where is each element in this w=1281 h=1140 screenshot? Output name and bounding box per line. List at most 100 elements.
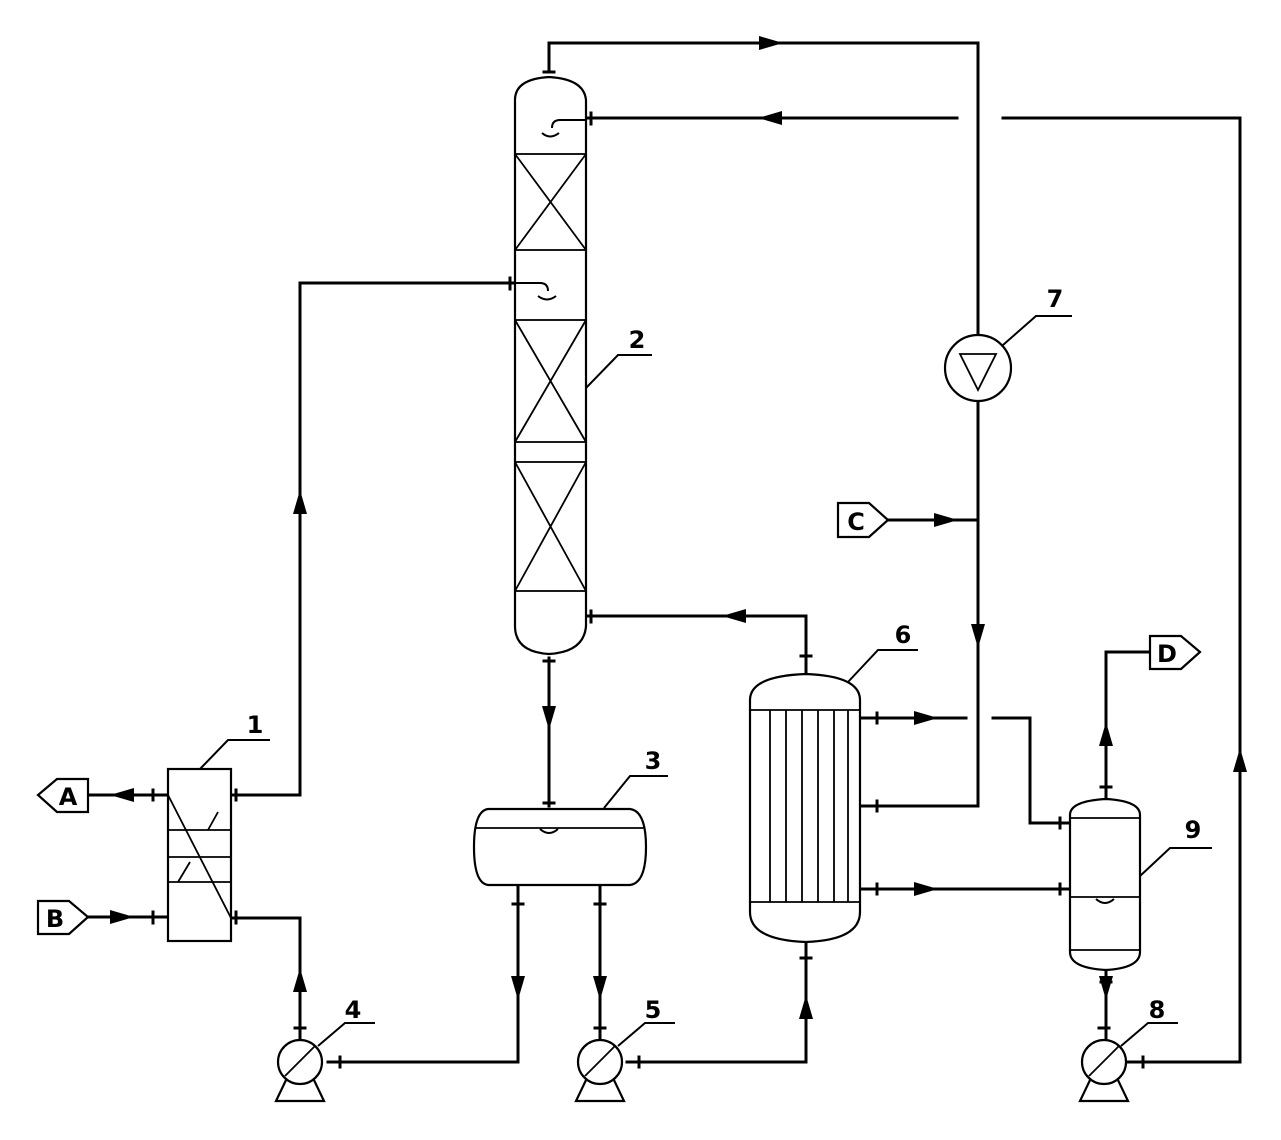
stream-flag-a: A xyxy=(36,777,90,814)
flow-arrow-left xyxy=(110,788,134,802)
horizontal-drum xyxy=(472,801,648,906)
flow-arrow-up xyxy=(799,995,813,1019)
tag-7: 7 xyxy=(1047,285,1064,313)
stream-label-a: A xyxy=(59,783,78,811)
leader-line xyxy=(1002,315,1072,346)
line-pump5-to-exchanger6 xyxy=(625,940,808,1064)
stream-flag-shape xyxy=(1148,634,1202,671)
packing-bed xyxy=(514,153,587,251)
separator-shell xyxy=(1068,797,1142,972)
pump-5 xyxy=(574,1026,641,1103)
leader-line xyxy=(317,1022,375,1047)
flow-arrow-down xyxy=(1099,976,1113,1000)
flow-arrow-left xyxy=(758,111,782,125)
leader-line xyxy=(617,1022,675,1047)
packing-bed xyxy=(514,319,587,443)
pump-nozzles xyxy=(1097,1026,1145,1069)
stream-flag-b: B xyxy=(36,899,90,936)
leader-line xyxy=(585,354,652,389)
exchanger-ticks xyxy=(177,811,219,883)
leader-line xyxy=(1120,1022,1178,1047)
flow-arrow-right xyxy=(759,36,783,50)
tag-5: 5 xyxy=(645,996,662,1024)
shell-tube-exchanger xyxy=(748,654,879,960)
tubes xyxy=(769,710,849,902)
line-drum3-to-pump4 xyxy=(326,885,520,1064)
pump-8 xyxy=(1078,1026,1145,1103)
stream-flag-d: D xyxy=(1148,634,1202,671)
drum-inlet xyxy=(539,828,559,834)
compressor-triangle xyxy=(958,353,998,393)
drum-shell xyxy=(472,807,648,887)
flow-arrow-left xyxy=(722,609,746,623)
packing-bed-cross xyxy=(514,153,587,251)
mid-liquid-distributor xyxy=(515,282,549,292)
flow-arrow-right xyxy=(934,513,958,527)
pump-impeller-line xyxy=(1088,1045,1120,1077)
stream-flag-shape xyxy=(836,501,890,539)
tag-2: 2 xyxy=(629,326,646,354)
pump-4 xyxy=(274,1026,342,1103)
flow-arrow-right xyxy=(914,882,938,896)
pump-impeller-line xyxy=(584,1045,616,1077)
stream-flag-shape xyxy=(36,899,90,936)
exchanger-diagonal xyxy=(167,794,232,919)
flow-arrow-down xyxy=(593,976,607,1000)
pump-nozzles xyxy=(593,1026,641,1069)
flow-arrow-up xyxy=(1233,748,1247,772)
packing-bed-cross xyxy=(514,319,587,443)
compressor xyxy=(943,333,1013,403)
tag-8: 8 xyxy=(1149,996,1166,1024)
separator-inlet xyxy=(1095,898,1115,904)
line-compressor-discharge xyxy=(860,400,980,808)
separator-nozzles xyxy=(1058,785,1113,984)
leader-line xyxy=(847,649,918,683)
exchanger6-nozzles xyxy=(799,654,879,960)
separator xyxy=(1058,785,1142,984)
line-pump8-return xyxy=(1001,116,1242,1064)
packing-bed-cross xyxy=(514,461,587,592)
flow-arrow-up xyxy=(1099,722,1113,746)
compressor-body xyxy=(943,333,1013,403)
separator-internals xyxy=(1070,817,1140,951)
column-shell xyxy=(513,75,588,656)
exchanger-nozzles xyxy=(151,788,238,925)
tag-9: 9 xyxy=(1185,816,1202,844)
leader-line xyxy=(1139,847,1212,877)
flow-arrows xyxy=(110,36,1247,1019)
drum-nozzles xyxy=(511,801,607,906)
leader-line xyxy=(199,739,270,770)
heat-exchanger xyxy=(151,767,238,943)
stream-flag-c: C xyxy=(836,501,890,539)
line-pump4-to-exchanger1 xyxy=(229,916,302,1042)
flow-arrow-up xyxy=(293,490,307,514)
tube-sheets xyxy=(750,709,860,903)
tag-3: 3 xyxy=(645,747,662,775)
piping xyxy=(86,41,1242,1064)
line-exchanger1-to-column xyxy=(229,281,517,797)
flow-arrow-up xyxy=(293,968,307,992)
tag-6: 6 xyxy=(895,621,912,649)
line-column-top-vapor xyxy=(547,41,980,337)
top-liquid-distributor xyxy=(541,132,560,138)
flow-arrow-down xyxy=(542,706,556,730)
flow-arrow-down xyxy=(511,976,525,1000)
flow-arrow-right xyxy=(914,711,938,725)
line-separator9-to-d xyxy=(1104,650,1152,802)
column-nozzles xyxy=(508,70,593,663)
line-to-separator9-top xyxy=(991,716,1072,825)
tag-1: 1 xyxy=(247,711,264,739)
tag-4: 4 xyxy=(345,996,362,1024)
pump-nozzles xyxy=(293,1026,342,1069)
leader-line xyxy=(603,775,668,809)
packing-bed xyxy=(514,461,587,592)
stream-label-c: C xyxy=(847,508,865,536)
stream-flag-shape xyxy=(36,777,90,814)
top-liquid-distributor xyxy=(551,119,586,129)
packed-column xyxy=(508,70,593,663)
mid-liquid-distributor xyxy=(537,295,557,301)
stream-label-b: B xyxy=(46,905,64,933)
equipment-tags: 1 2 3 4 5 6 7 8 9 xyxy=(199,285,1212,1047)
pump-impeller-line xyxy=(284,1045,316,1077)
